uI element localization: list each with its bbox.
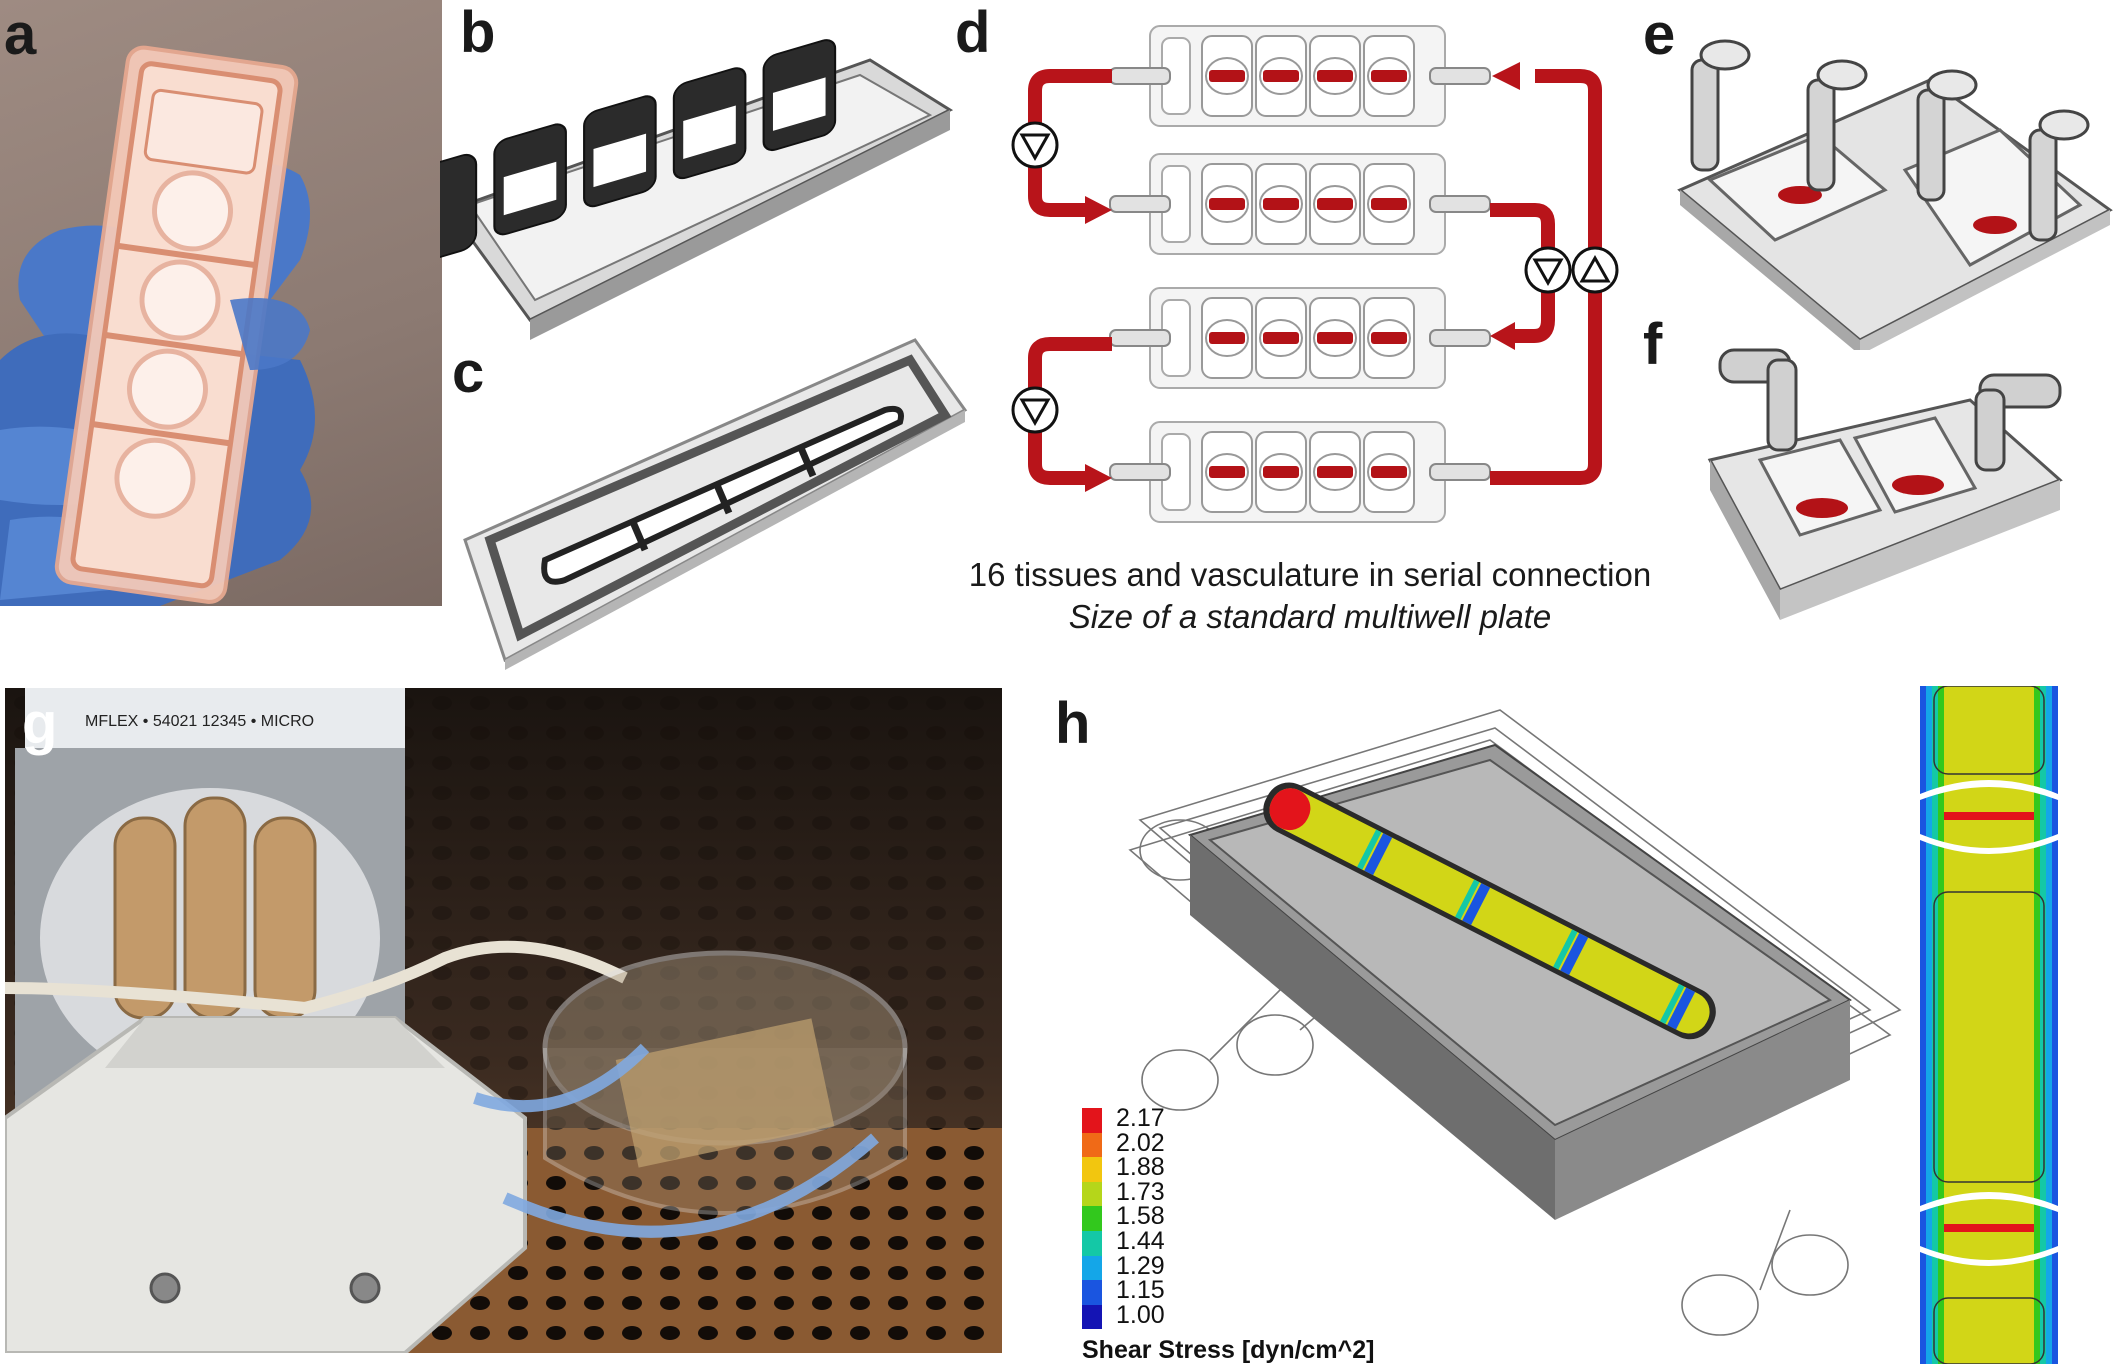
- hand-device-illustration: [0, 45, 315, 606]
- caption-line-2: Size of a standard multiwell plate: [1068, 598, 1552, 635]
- panel-label-a: a: [4, 2, 37, 67]
- cfd-h-wireframe-device: [1128, 709, 1902, 1336]
- legend-swatch: [1082, 1255, 1102, 1281]
- legend-value: 1.88: [1116, 1153, 1165, 1182]
- pump-setup-illustration: MFLEX • 54021 12345 • MICRO: [5, 688, 1002, 1353]
- legend-value: 1.73: [1116, 1177, 1165, 1206]
- pump-top-label: MFLEX • 54021 12345 • MICRO: [85, 713, 314, 730]
- legend-swatch: [1082, 1231, 1102, 1256]
- panel-label-b: b: [460, 0, 496, 65]
- legend-swatch: [1082, 1280, 1102, 1305]
- panel-label-e: e: [1643, 2, 1676, 67]
- photo-g-pump-setup: MFLEX • 54021 12345 • MICRO: [5, 688, 1002, 1353]
- render-f-two-well-device: [1707, 348, 2063, 620]
- legend-swatch: [1082, 1157, 1102, 1182]
- panel-label-h: h: [1055, 691, 1091, 756]
- legend-swatch: [1082, 1108, 1102, 1133]
- panel-label-d: d: [955, 0, 991, 65]
- legend-swatch: [1082, 1181, 1102, 1207]
- legend-value: 2.02: [1116, 1128, 1165, 1157]
- legend-value: 1.15: [1116, 1276, 1165, 1305]
- legend-value: 1.00: [1116, 1300, 1165, 1329]
- legend-swatch: [1082, 1206, 1102, 1231]
- panel-label-g: g: [22, 691, 58, 756]
- panel-label-c: c: [452, 340, 485, 405]
- diagram-d-serial-connection: [1011, 25, 1619, 523]
- render-e-two-compartment-device: [1677, 39, 2113, 350]
- render-c-lid-channel: [463, 338, 968, 670]
- legend-swatch: [1082, 1132, 1102, 1158]
- legend-value: 1.29: [1116, 1251, 1165, 1280]
- panel-label-f: f: [1643, 312, 1663, 377]
- legend-value: 2.17: [1116, 1104, 1165, 1132]
- legend-value: 1.58: [1116, 1202, 1165, 1231]
- cfd-h-heatmap-strip: [1920, 686, 2058, 1364]
- render-b-five-well-device: [440, 39, 954, 340]
- caption-line-1: 16 tissues and vasculature in serial con…: [968, 556, 1652, 593]
- legend-swatch: [1082, 1304, 1102, 1330]
- photo-a-hand-device: [0, 0, 442, 606]
- legend-value: 1.44: [1116, 1227, 1165, 1255]
- legend-title: Shear Stress [dyn/cm^2]: [1082, 1336, 1375, 1364]
